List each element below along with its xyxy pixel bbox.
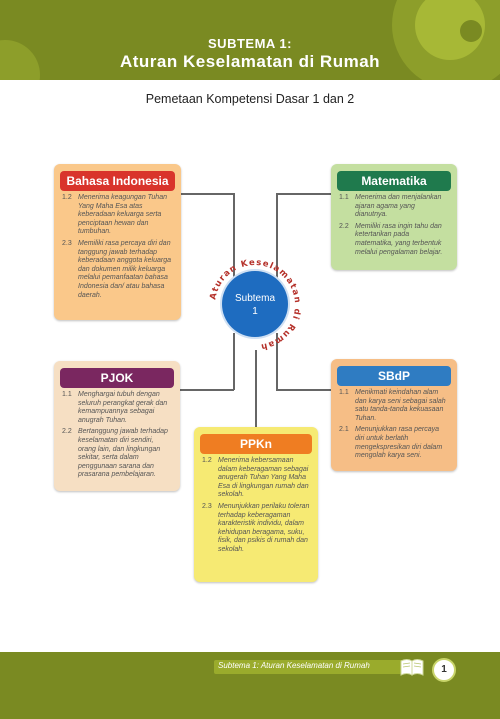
connector-sbdp-horizontal xyxy=(276,389,331,391)
competency-number: 2.3 xyxy=(62,239,72,247)
competency-item: 1.1 Menikmati keindahan alam dan karya s… xyxy=(339,389,449,423)
card-title-ppkn: PPKn xyxy=(200,434,312,454)
card-pjok: PJOK 1.1 Menghargai tubuh dengan seluruh… xyxy=(54,361,180,491)
competency-text: Memiliki rasa percaya diri dan tanggung … xyxy=(78,239,172,299)
competency-number: 2.2 xyxy=(339,222,349,230)
competency-item: 2.3 Menunjukkan perilaku toleran terhada… xyxy=(202,503,310,555)
competency-number: 2.1 xyxy=(339,426,349,434)
subtheme-hub: Subtema 1 xyxy=(222,271,288,337)
hub-label-line1: Subtema xyxy=(234,293,276,304)
page-number: 1 xyxy=(432,658,456,682)
card-matematika: Matematika 1.1 Menerima dan menjalankan … xyxy=(331,164,457,270)
competency-item: 2.2 Memiliki rasa ingin tahu dan keterta… xyxy=(339,223,449,257)
connector-mtk-horizontal xyxy=(276,193,331,195)
competency-text: Menerima keagungan Tuhan Yang Maha Esa a… xyxy=(78,194,167,236)
competency-number: 1.1 xyxy=(339,389,349,396)
card-sbdp: SBdP 1.1 Menikmati keindahan alam dan ka… xyxy=(331,359,457,471)
competency-number: 1.2 xyxy=(62,194,72,201)
competency-text: Bertanggung jawab terhadap keselamatan d… xyxy=(78,428,168,479)
competency-number: 1.1 xyxy=(339,194,349,201)
card-bahasa-indonesia: Bahasa Indonesia 1.2 Menerima keagungan … xyxy=(54,164,181,320)
connector-sbdp-vertical xyxy=(276,333,278,390)
connector-pjok-horizontal xyxy=(180,389,234,391)
page-heading: Pemetaan Kompetensi Dasar 1 dan 2 xyxy=(145,92,355,106)
competency-text: Menunjukkan perilaku toleran terhadap ke… xyxy=(218,502,310,553)
competency-text: Memiliki rasa ingin tahu dan ketertarika… xyxy=(355,222,443,256)
card-title-pjok: PJOK xyxy=(60,368,174,388)
page-title: Aturan Keselamatan di Rumah xyxy=(119,52,381,71)
competency-text: Menunjukkan rasa percaya diri untuk berl… xyxy=(355,426,443,460)
connector-pjok-vertical xyxy=(233,333,235,390)
competency-number: 1.1 xyxy=(62,391,72,398)
connector-ppkn-vertical xyxy=(255,350,257,427)
connector-bi-vertical xyxy=(233,193,235,278)
competency-item: 2.1 Menunjukkan rasa percaya diri untuk … xyxy=(339,426,449,460)
competency-number: 2.3 xyxy=(202,502,212,510)
connector-mtk-vertical xyxy=(276,193,278,278)
competency-item: 2.2 Bertanggung jawab terhadap keselamat… xyxy=(62,428,172,480)
card-title-matematika: Matematika xyxy=(337,171,451,191)
competency-item: 2.3 Memiliki rasa percaya diri dan tangg… xyxy=(62,240,173,300)
header-band xyxy=(0,0,500,80)
competency-number: 2.2 xyxy=(62,428,72,436)
competency-number: 1.2 xyxy=(202,457,212,464)
card-title-bahasa-indonesia: Bahasa Indonesia xyxy=(60,171,175,191)
competency-item: 1.1 Menerima dan menjalankan ajaran agam… xyxy=(339,194,449,220)
footer-tag xyxy=(214,660,404,674)
competency-text: Menerima kebersamaan dalam keberagaman s… xyxy=(218,457,309,499)
card-title-sbdp: SBdP xyxy=(337,366,451,386)
competency-item: 1.2 Menerima keagungan Tuhan Yang Maha E… xyxy=(62,194,173,237)
footer-running-title: Subtema 1: Aturan Keselamatan di Rumah xyxy=(218,661,370,670)
open-book-icon xyxy=(400,659,424,676)
hub-label-line2: 1 xyxy=(252,306,258,317)
subtheme-label: SUBTEMA 1: xyxy=(208,36,292,51)
competency-item: 1.1 Menghargai tubuh dengan seluruh pera… xyxy=(62,391,172,425)
card-ppkn: PPKn 1.2 Menerima kebersamaan dalam kebe… xyxy=(194,427,318,582)
competency-item: 1.2 Menerima kebersamaan dalam keberagam… xyxy=(202,457,310,500)
competency-text: Menghargai tubuh dengan seluruh perangka… xyxy=(78,391,168,424)
connector-bi-horizontal xyxy=(181,193,234,195)
competency-text: Menikmati keindahan alam dan karya seni … xyxy=(355,389,446,422)
competency-text: Menerima dan menjalankan ajaran agama ya… xyxy=(355,194,442,219)
